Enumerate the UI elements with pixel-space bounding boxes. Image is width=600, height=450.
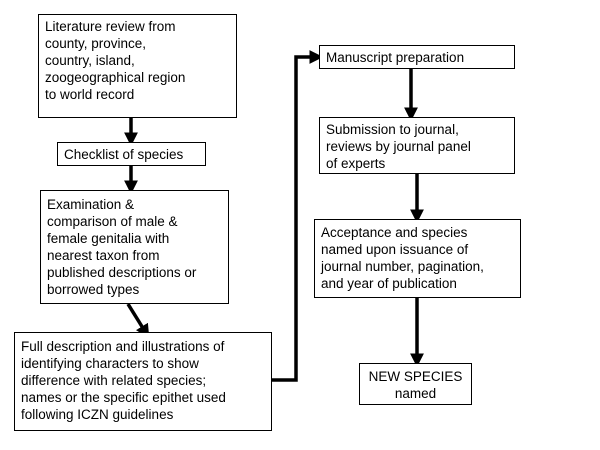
manuscript-preparation-box: Manuscript preparation bbox=[319, 45, 515, 69]
submission-box: Submission to journal, reviews by journal… bbox=[319, 117, 515, 174]
node-text-line: following ICZN guidelines bbox=[21, 407, 174, 422]
node-text-line: reviews by journal panel bbox=[326, 139, 471, 154]
node-text-line: identifying characters to show bbox=[21, 356, 199, 371]
node-text-line: Literature review from bbox=[45, 19, 176, 34]
node-text-line: named bbox=[394, 386, 437, 401]
node-text-line: Acceptance and species bbox=[321, 225, 468, 240]
node-text-line: Full description and illustrations of bbox=[21, 339, 225, 354]
node-text-line: Submission to journal, bbox=[326, 122, 459, 137]
node-text-line: journal number, pagination, bbox=[321, 259, 484, 274]
node-text-line: female genitalia with bbox=[47, 231, 170, 246]
node-text-line: to world record bbox=[45, 87, 135, 102]
arrow-examination-to-full-description bbox=[126, 303, 150, 339]
node-text-line: NEW SPECIES bbox=[368, 369, 463, 384]
examination-box: Examination & comparison of male & female … bbox=[40, 190, 229, 304]
node-text-line: and year of publication bbox=[321, 276, 457, 291]
node-text-line: of experts bbox=[326, 156, 386, 171]
node-text-line: comparison of male & bbox=[47, 214, 178, 229]
node-text-line: published descriptions or bbox=[47, 265, 197, 280]
full-description-box: Full description and illustrations of ide… bbox=[14, 332, 272, 431]
node-text-line: country, island, bbox=[45, 53, 135, 68]
node-text-line: borrowed types bbox=[47, 282, 140, 297]
new-species-box: NEW SPECIES named bbox=[359, 363, 472, 405]
node-text-line: difference with related species; bbox=[21, 373, 207, 388]
node-text-line: nearest taxon from bbox=[47, 248, 160, 263]
node-text-line: Checklist of species bbox=[64, 147, 184, 162]
literature-review-box: Literature review from county, province, c… bbox=[38, 14, 237, 118]
arrow-full-description-to-manuscript bbox=[272, 50, 324, 382]
node-text-line: Examination & bbox=[47, 197, 135, 212]
node-text-line: Manuscript preparation bbox=[326, 50, 465, 65]
node-text-line: names or the specific epithet used bbox=[21, 390, 226, 405]
acceptance-box: Acceptance and species named upon issuanc… bbox=[314, 219, 521, 298]
node-text-line: county, province, bbox=[45, 36, 147, 51]
node-text-line: zoogeographical region bbox=[45, 70, 186, 85]
checklist-box: Checklist of species bbox=[57, 142, 206, 166]
node-text-line: named upon issuance of bbox=[321, 242, 469, 257]
